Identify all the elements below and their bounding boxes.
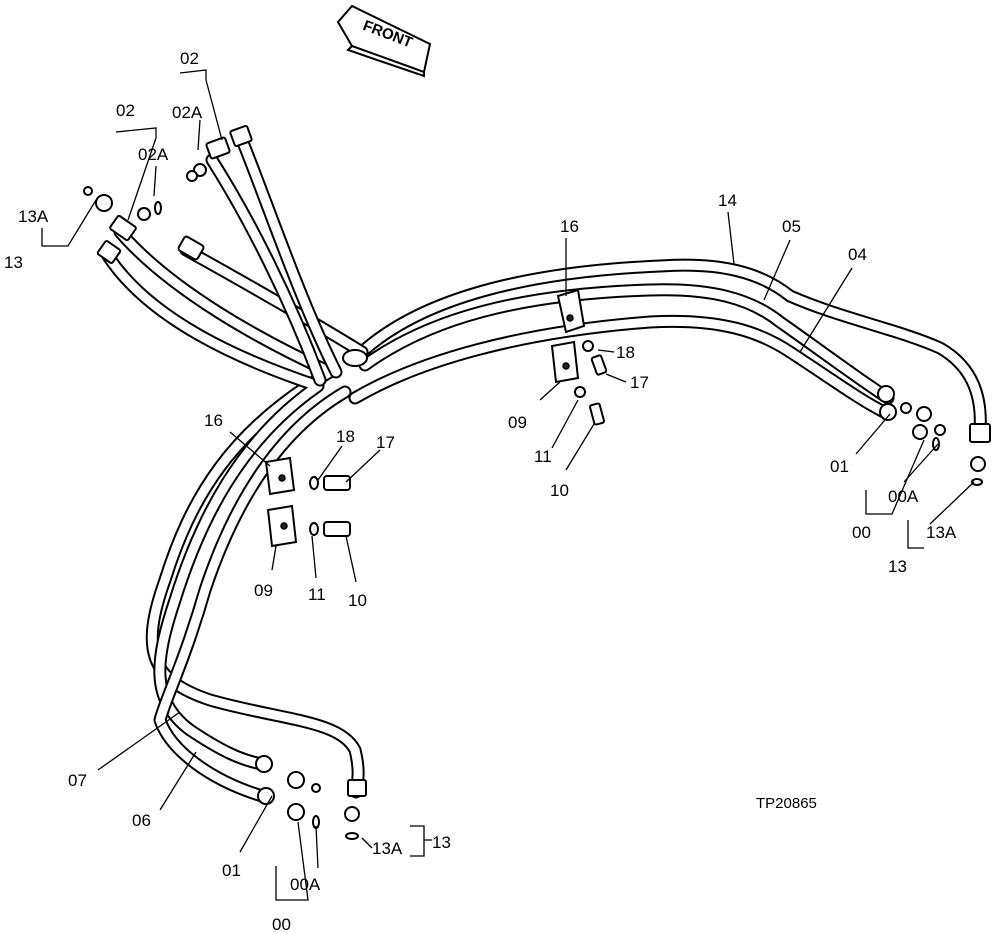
tube-upper-center xyxy=(205,153,327,387)
callout-13-right: 13 xyxy=(888,557,907,576)
callout-13a-left: 13A xyxy=(18,207,49,226)
callout-09-left: 09 xyxy=(254,581,273,600)
callout-labels: 02 02A 02 02A 13A 13 16 14 05 04 18 17 0… xyxy=(4,49,957,934)
callout-06: 06 xyxy=(132,811,151,830)
fittings xyxy=(83,124,991,840)
callout-07: 07 xyxy=(68,771,87,790)
callout-13a-bottom: 13A xyxy=(372,839,403,858)
tube-bottom-inner xyxy=(153,385,352,803)
callout-10-left: 10 xyxy=(348,591,367,610)
callout-00-bottom: 00 xyxy=(272,915,291,934)
tube-14 xyxy=(355,258,987,437)
callout-02-top: 02 xyxy=(180,49,199,68)
callout-13-left: 13 xyxy=(4,253,23,272)
callout-09-top: 09 xyxy=(508,413,527,432)
callout-05: 05 xyxy=(782,217,801,236)
callout-14: 14 xyxy=(718,191,737,210)
callout-13a-right: 13A xyxy=(926,523,957,542)
callout-11-left: 11 xyxy=(308,585,326,604)
tube-upper-left xyxy=(179,243,369,359)
front-arrow: FRONT xyxy=(336,4,432,78)
callout-11-top: 11 xyxy=(534,447,552,466)
drawing-part-number: TP20865 xyxy=(756,795,817,812)
tube-04 xyxy=(348,314,891,419)
callout-01-bottom: 01 xyxy=(222,861,241,880)
tube-07 xyxy=(113,225,365,799)
callout-17-left: 17 xyxy=(376,433,395,452)
tube-06 xyxy=(101,249,325,771)
callout-00-right: 00 xyxy=(852,523,871,542)
callout-02a-top: 02A xyxy=(172,103,203,122)
tube-05 xyxy=(358,283,895,405)
callout-16-top: 16 xyxy=(560,217,579,236)
callout-10-top: 10 xyxy=(550,481,569,500)
callout-02-left: 02 xyxy=(116,101,135,120)
callout-16-left: 16 xyxy=(204,411,223,430)
callout-17-top: 17 xyxy=(630,373,649,392)
callout-04: 04 xyxy=(848,245,867,264)
callout-00a-bottom: 00A xyxy=(290,875,321,894)
tube-upper-center-2 xyxy=(235,133,343,379)
callout-18-top: 18 xyxy=(616,343,635,362)
leader-lines xyxy=(41,69,975,901)
callout-13-bottom: 13 xyxy=(432,833,451,852)
callout-18-left: 18 xyxy=(336,427,355,446)
callout-02a-left: 02A xyxy=(138,145,169,164)
callout-00a-right: 00A xyxy=(888,487,919,506)
clamps xyxy=(264,288,608,548)
callout-01-right: 01 xyxy=(830,457,849,476)
